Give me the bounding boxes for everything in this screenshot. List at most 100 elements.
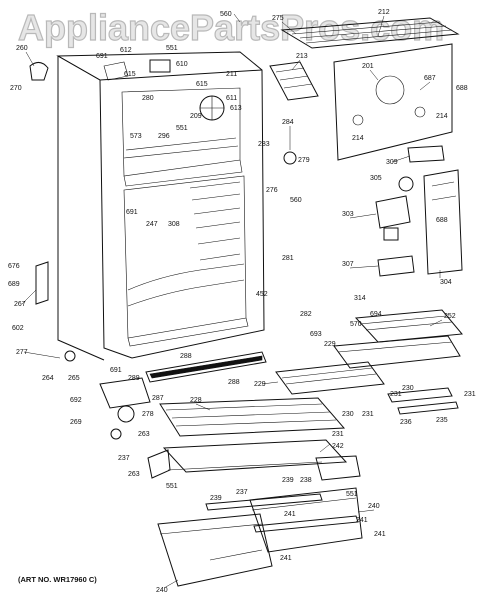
callout-560: 560 — [290, 197, 302, 204]
callout-235: 235 — [436, 417, 448, 424]
callout-260: 260 — [16, 45, 28, 52]
control-knob-assembly — [375, 195, 411, 241]
callout-269: 269 — [70, 419, 82, 426]
callout-213: 213 — [296, 53, 308, 60]
callout-264: 264 — [42, 375, 54, 382]
callout-252: 252 — [444, 313, 456, 320]
hinge-pin — [149, 59, 171, 73]
cantilever-shelf-upper — [333, 335, 461, 369]
callout-231: 231 — [464, 391, 476, 398]
callout-676: 676 — [8, 263, 20, 270]
crisper-rails — [387, 387, 459, 415]
callout-288: 288 — [180, 353, 192, 360]
ice-tray — [269, 61, 319, 101]
callout-305: 305 — [370, 175, 382, 182]
roller-wheel — [64, 350, 76, 362]
callout-247: 247 — [146, 221, 158, 228]
callout-276: 276 — [266, 187, 278, 194]
callout-212: 212 — [378, 9, 390, 16]
thermostat-knob — [398, 176, 414, 192]
callout-211: 211 — [226, 71, 237, 78]
callout-237: 237 — [236, 489, 248, 496]
evaporator-cover-panel — [333, 43, 453, 161]
callout-573: 573 — [130, 133, 142, 140]
callout-270: 270 — [10, 85, 22, 92]
door-hinge-top — [29, 62, 49, 81]
callout-693: 693 — [310, 331, 322, 338]
callout-691: 691 — [110, 367, 122, 374]
side-hinge-plate — [35, 261, 49, 305]
freezer-wire-shelf — [280, 17, 460, 49]
callout-611: 611 — [226, 95, 237, 102]
callout-231: 231 — [390, 391, 402, 398]
callout-296: 296 — [158, 133, 170, 140]
callout-209: 209 — [190, 113, 202, 120]
callout-239: 239 — [282, 477, 294, 484]
callout-242: 242 — [332, 443, 344, 450]
crisper-cover-glass — [162, 439, 348, 473]
callout-214: 214 — [352, 135, 364, 142]
callout-551: 551 — [346, 491, 358, 498]
callout-551: 551 — [176, 125, 188, 132]
control-housing — [423, 169, 463, 275]
callout-307: 307 — [342, 261, 354, 268]
callout-688: 688 — [436, 217, 448, 224]
callout-241: 241 — [374, 531, 386, 538]
callout-282: 282 — [300, 311, 312, 318]
crisper-cover-frame — [354, 309, 463, 343]
callout-279: 279 — [298, 157, 310, 164]
callout-228: 228 — [190, 397, 202, 404]
cabinet — [56, 51, 265, 361]
callout-241: 241 — [284, 511, 296, 518]
callout-691: 691 — [96, 53, 108, 60]
callout-231: 231 — [332, 431, 344, 438]
crisper-drawer-right — [249, 487, 363, 553]
callout-214: 214 — [436, 113, 448, 120]
callout-236: 236 — [400, 419, 412, 426]
callout-280: 280 — [142, 95, 154, 102]
callout-240: 240 — [368, 503, 380, 510]
callout-277: 277 — [16, 349, 28, 356]
callout-560: 560 — [220, 11, 232, 18]
drawer-slides — [205, 493, 359, 533]
callout-452: 452 — [256, 291, 268, 298]
callout-283: 283 — [258, 141, 270, 148]
callout-201: 201 — [362, 63, 374, 70]
callout-687: 687 — [424, 75, 436, 82]
toe-grille — [145, 351, 267, 383]
leveling-leg — [110, 405, 135, 440]
callout-278: 278 — [142, 411, 154, 418]
callout-229: 229 — [254, 381, 266, 388]
callout-281: 281 — [282, 255, 294, 262]
callout-230: 230 — [342, 411, 354, 418]
callout-570: 570 — [350, 321, 362, 328]
callout-263: 263 — [128, 471, 140, 478]
callout-304: 304 — [440, 279, 452, 286]
crisper-frame — [147, 449, 361, 481]
callout-238: 238 — [300, 477, 312, 484]
callout-303: 303 — [342, 211, 354, 218]
callout-688: 688 — [456, 85, 468, 92]
callout-265: 265 — [68, 375, 80, 382]
bottom-hinge-bracket — [99, 377, 151, 409]
callout-284: 284 — [282, 119, 294, 126]
label-plate — [407, 145, 445, 163]
leader-lines — [21, 13, 443, 589]
callout-308: 308 — [168, 221, 180, 228]
callout-231: 231 — [362, 411, 374, 418]
callout-229: 229 — [324, 341, 336, 348]
callout-691: 691 — [126, 209, 138, 216]
callout-314: 314 — [354, 295, 366, 302]
callout-610: 610 — [176, 61, 188, 68]
callout-288: 288 — [228, 379, 240, 386]
callout-694: 694 — [370, 311, 382, 318]
callout-615: 615 — [124, 71, 136, 78]
control-bracket — [377, 255, 415, 277]
callout-241: 241 — [356, 517, 368, 524]
callout-239: 239 — [210, 495, 222, 502]
glass-shelf — [159, 397, 346, 437]
callout-230: 230 — [402, 385, 414, 392]
callout-240: 240 — [156, 587, 168, 594]
callout-287: 287 — [152, 395, 164, 402]
